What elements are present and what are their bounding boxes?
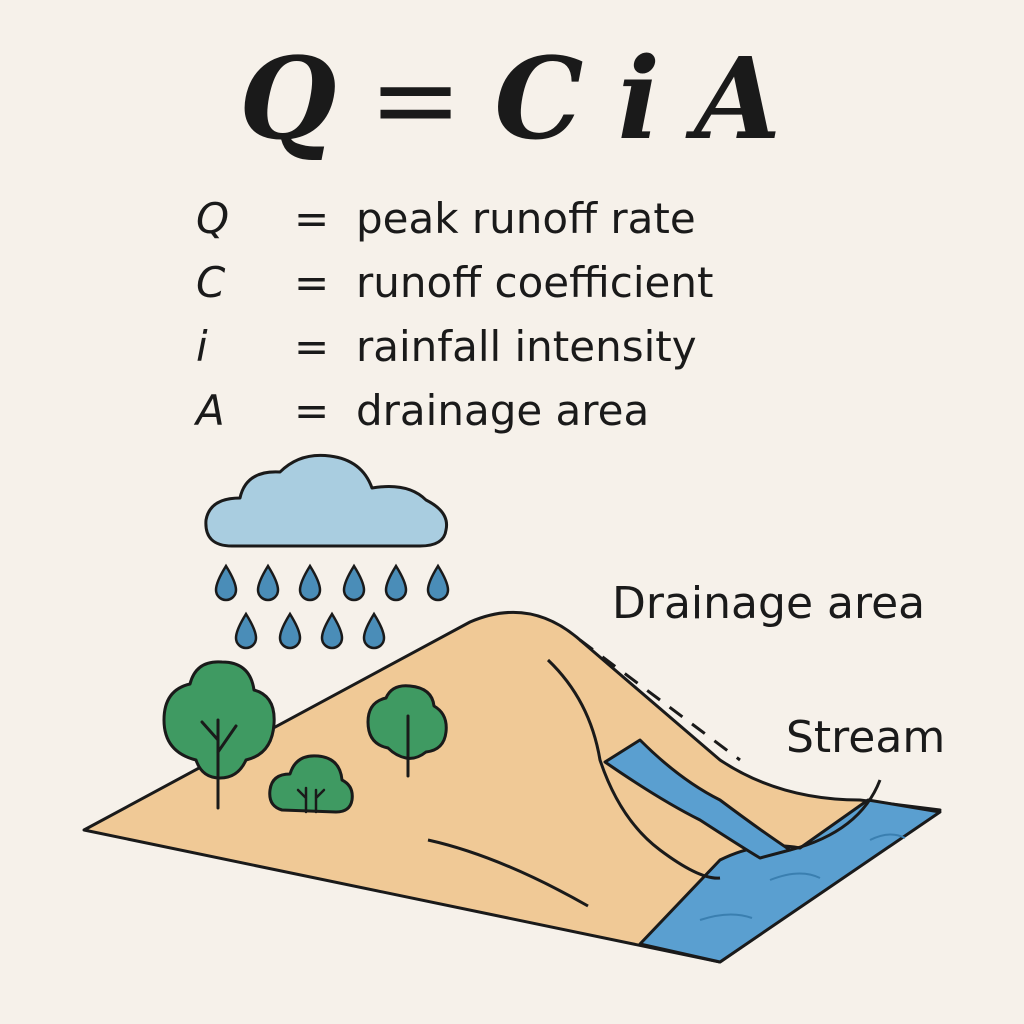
legend-symbol: i <box>196 321 208 371</box>
stream-label: Stream <box>786 712 945 763</box>
legend-row-q: Q = peak runoff rate <box>196 186 816 250</box>
raindrop-icon <box>214 563 238 602</box>
raindrop-icon <box>256 563 280 602</box>
legend-row-c: C = runoff coefficient <box>196 250 816 314</box>
raindrop-icon <box>426 563 450 602</box>
variable-legend: Q = peak runoff rate C = runoff coeffici… <box>196 186 816 442</box>
legend-description: peak runoff rate <box>356 193 696 243</box>
raindrop-icon <box>298 563 322 602</box>
legend-description: runoff coefficient <box>356 257 714 307</box>
legend-description: drainage area <box>356 385 650 435</box>
legend-row-a: A = drainage area <box>196 378 816 442</box>
legend-equals: = <box>294 193 330 243</box>
formula-c: C <box>494 34 588 165</box>
formula-i: i <box>617 34 665 165</box>
legend-equals: = <box>294 321 330 371</box>
formula-q: Q <box>239 34 341 165</box>
ridge-line <box>546 658 721 880</box>
stream-label-leader <box>789 779 882 852</box>
legend-symbol: A <box>196 385 225 435</box>
raindrop-icon <box>234 611 258 650</box>
raindrop-icon <box>278 611 302 650</box>
formula-a: A <box>694 34 785 165</box>
raindrop-icon <box>320 611 344 650</box>
water-ripple <box>769 872 821 881</box>
legend-row-i: i = rainfall intensity <box>196 314 816 378</box>
stream-channel <box>603 738 792 860</box>
drainage-boundary-dashed <box>579 638 741 762</box>
tree-icon <box>162 660 276 810</box>
drainage-area-label: Drainage area <box>612 578 925 629</box>
raindrop-icon <box>342 563 366 602</box>
raindrop-icon <box>362 611 386 650</box>
raindrop-icon <box>384 563 408 602</box>
cloud-icon <box>204 453 449 548</box>
formula-equals: = <box>368 35 467 165</box>
raindrops <box>214 563 450 650</box>
legend-description: rainfall intensity <box>356 321 697 371</box>
water-ripple <box>699 913 753 921</box>
water-ripple <box>869 833 906 841</box>
legend-equals: = <box>294 257 330 307</box>
legend-symbol: C <box>196 257 226 307</box>
legend-symbol: Q <box>196 193 230 243</box>
legend-equals: = <box>294 385 330 435</box>
ridge-line <box>427 838 589 908</box>
bush-icon <box>268 754 354 814</box>
tree-icon <box>366 684 448 778</box>
